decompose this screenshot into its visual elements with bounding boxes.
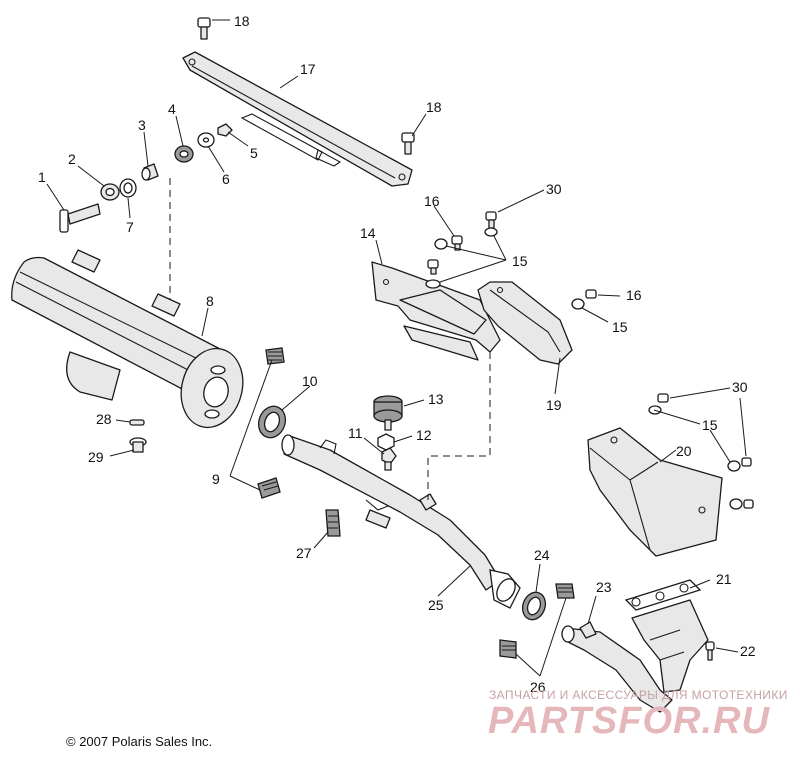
part-29-grommet <box>129 437 147 453</box>
callout-16-a: 16 <box>424 193 440 209</box>
part-9-spring-upper <box>265 347 285 365</box>
callout-17: 17 <box>300 61 316 77</box>
callout-2: 2 <box>68 151 76 167</box>
part-26-spring-upper <box>555 583 575 599</box>
callout-29: 29 <box>88 449 104 465</box>
callout-15-b: 15 <box>612 319 628 335</box>
callout-5: 5 <box>250 145 258 161</box>
callout-23: 23 <box>596 579 612 595</box>
part-10-gasket <box>257 405 287 439</box>
part-20-heat-shield <box>587 427 723 557</box>
callout-18-a: 18 <box>234 13 250 29</box>
callout-30-a: 30 <box>546 181 562 197</box>
callout-13: 13 <box>428 391 444 407</box>
copyright-notice: © 2007 Polaris Sales Inc. <box>66 734 213 749</box>
part-13-bumper <box>373 395 403 431</box>
callout-16-b: 16 <box>626 287 642 303</box>
callout-18-b: 18 <box>426 99 442 115</box>
part-15-washer-c <box>727 457 754 510</box>
part-17-bracket-strip <box>182 51 413 187</box>
part-19-heat-shield <box>477 281 573 365</box>
callout-4: 4 <box>168 101 176 117</box>
leader-lines <box>46 19 747 677</box>
watermark-tagline: ЗАПЧАСТИ И АКСЕССУАРЫ ДЛЯ МОТОТЕХНИКИ <box>489 688 788 702</box>
part-7-ring <box>119 178 137 198</box>
part-27-spring <box>325 509 341 537</box>
callout-8: 8 <box>206 293 214 309</box>
part-26-spring-lower <box>499 639 517 659</box>
part-30-bolt-a <box>484 211 498 237</box>
part-16-bolt-a <box>451 235 463 251</box>
callout-14: 14 <box>360 225 376 241</box>
part-5-nut <box>217 123 233 137</box>
part-2-bushing <box>100 183 120 201</box>
part-12-nut <box>377 433 395 451</box>
part-24-gasket <box>521 591 547 621</box>
part-11-nut <box>381 447 397 471</box>
part-22-screw <box>705 641 715 661</box>
part-8-muffler <box>11 249 244 429</box>
callout-24: 24 <box>534 547 550 563</box>
part-21-gasket <box>624 579 702 611</box>
callout-6: 6 <box>222 171 230 187</box>
callout-15-c: 15 <box>702 417 718 433</box>
part-15-washer-b <box>425 259 441 289</box>
part-3-sleeve <box>141 163 159 181</box>
part-1-bolt <box>59 203 101 233</box>
callout-28: 28 <box>96 411 112 427</box>
watermark-logo: PARTSFOR.RU <box>488 700 770 742</box>
callout-3: 3 <box>138 117 146 133</box>
part-6-washer <box>197 132 215 148</box>
part-16-bolt-b <box>571 289 597 310</box>
part-4-grommet <box>174 145 194 163</box>
callout-21: 21 <box>716 571 732 587</box>
callout-25: 25 <box>428 597 444 613</box>
callout-labels: 1 2 3 4 5 6 7 8 9 10 11 12 13 14 15 15 1… <box>38 13 756 695</box>
part-18-bolt-right <box>401 132 415 155</box>
assembly-guide-line-2 <box>427 352 491 500</box>
callout-19: 19 <box>546 397 562 413</box>
part-28-clip <box>129 419 145 426</box>
part-15-washer-a <box>434 238 448 250</box>
callout-20: 20 <box>676 443 692 459</box>
callout-27: 27 <box>296 545 312 561</box>
callout-15-a: 15 <box>512 253 528 269</box>
callout-30-b: 30 <box>732 379 748 395</box>
callout-10: 10 <box>302 373 318 389</box>
part-25-mid-pipe <box>281 434 521 609</box>
callout-22: 22 <box>740 643 756 659</box>
part-23-header-pipe <box>561 599 709 713</box>
callout-1: 1 <box>38 169 46 185</box>
part-9-spring-lower <box>257 477 281 499</box>
part-18-bolt-top <box>197 17 211 40</box>
part-14-bracket <box>371 261 501 361</box>
callout-7: 7 <box>126 219 134 235</box>
callout-12: 12 <box>416 427 432 443</box>
callout-11: 11 <box>348 425 363 441</box>
callout-9: 9 <box>212 471 220 487</box>
callout-26: 26 <box>530 679 546 695</box>
